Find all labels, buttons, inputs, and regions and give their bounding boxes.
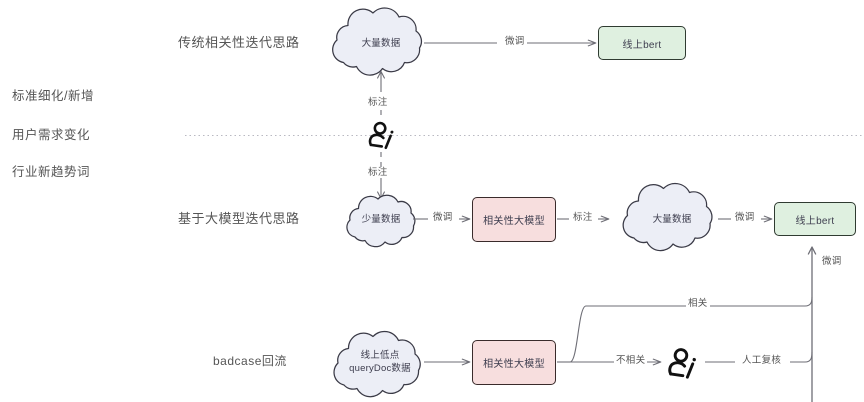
cloud-label-big-data-top: 大量数据 <box>361 38 401 49</box>
axis-label-industry-trend-words: 行业新趋势词 <box>12 165 91 179</box>
cloud-shape-lowpoint <box>333 330 421 398</box>
node-relevance-llm-mid-label: 相关性大模型 <box>483 216 545 227</box>
cloud-label-lowpoint-line1: 线上低点 <box>360 350 400 361</box>
person-icon <box>364 119 398 158</box>
edge-label-mid-annotate: 标注 <box>571 212 595 223</box>
person-icon <box>662 345 702 388</box>
cloud-label-big-data-mid: 大量数据 <box>652 214 692 225</box>
node-relevance-llm-mid[interactable]: 相关性大模型 <box>472 197 556 242</box>
node-relevance-llm-bottom-label: 相关性大模型 <box>483 359 545 370</box>
cloud-label-lowpoint-line2: queryDoc数据 <box>349 362 411 374</box>
cloud-shape-small-data <box>346 194 416 248</box>
edge-label-mid-finetune-1: 微调 <box>431 212 455 223</box>
edge-label-not-relevant: 不相关 <box>614 355 648 366</box>
node-online-bert-top-label: 线上bert <box>622 39 662 51</box>
row-title-traditional: 传统相关性迭代思路 <box>178 35 300 50</box>
cloud-label-small-data: 少量数据 <box>361 214 401 225</box>
node-online-bert-mid[interactable]: 线上bert <box>774 202 856 236</box>
edge-label-mid-finetune-2: 微调 <box>733 212 757 223</box>
cloud-shape-big-data-top <box>332 7 423 76</box>
edge-label-feedback-finetune: 微调 <box>820 256 844 267</box>
edge-label-annotate-up: 标注 <box>366 97 390 108</box>
cloud-shape-big-data-mid <box>622 182 713 252</box>
row-title-badcase-reflow: badcase回流 <box>213 354 287 368</box>
axis-label-user-demand-change: 用户需求变化 <box>12 128 91 142</box>
axis-label-standard-refine: 标准细化/新增 <box>12 89 94 103</box>
node-online-bert-mid-label: 线上bert <box>795 215 835 227</box>
row-title-llm-based: 基于大模型迭代思路 <box>178 211 300 226</box>
edge-label-relevant: 相关 <box>686 298 710 309</box>
edge-label-top-finetune: 微调 <box>503 36 527 47</box>
edge-label-manual-review: 人工复核 <box>740 355 784 366</box>
node-online-bert-top[interactable]: 线上bert <box>598 26 686 60</box>
edge-label-annotate-down: 标注 <box>366 167 390 178</box>
node-relevance-llm-bottom[interactable]: 相关性大模型 <box>472 340 556 385</box>
